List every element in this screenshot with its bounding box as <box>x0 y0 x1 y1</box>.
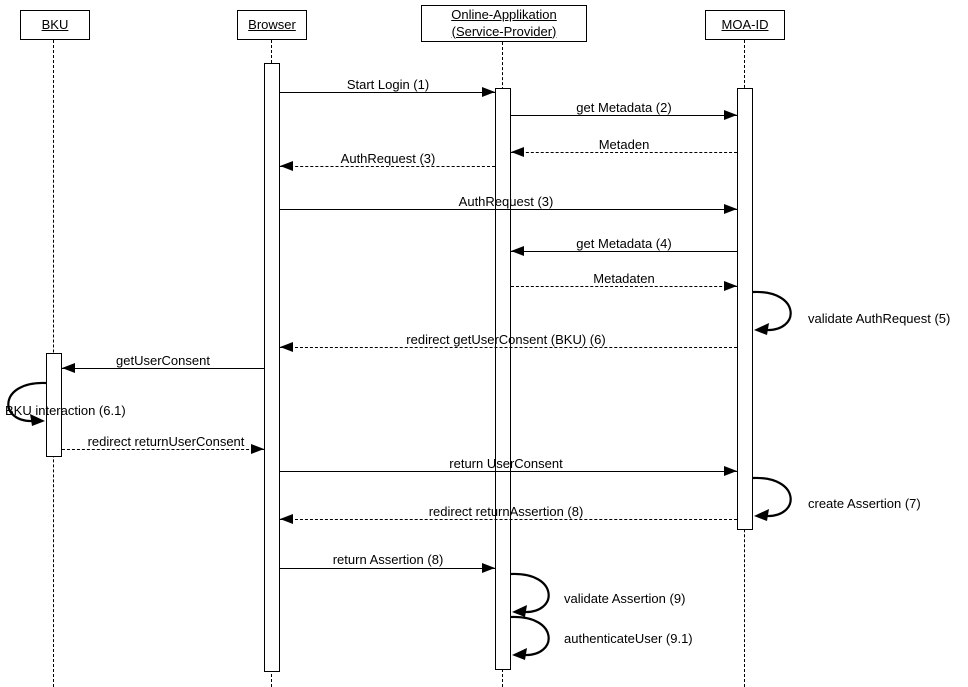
message-label-m5: AuthRequest (3) <box>458 194 554 209</box>
self-message-loop-s5 <box>510 615 550 660</box>
message-arrowhead-m7 <box>724 281 737 291</box>
message-arrowhead-m4 <box>280 161 293 171</box>
message-line-m8 <box>280 347 737 348</box>
activation-bar-browser-0[interactable] <box>264 63 280 672</box>
message-arrowhead-m5 <box>724 204 737 214</box>
message-label-m2: get Metadata (2) <box>576 100 672 115</box>
self-message-loop-s4 <box>510 572 550 617</box>
self-message-loop-s1 <box>752 290 792 335</box>
message-line-m7 <box>511 286 737 287</box>
lifeline-header-sp[interactable]: Online-Applikation (Service-Provider) <box>421 5 587 42</box>
message-arrowhead-m1 <box>482 87 495 97</box>
message-arrowhead-m8 <box>280 342 293 352</box>
lifeline-header-bku[interactable]: BKU <box>20 10 90 40</box>
message-label-m13: return Assertion (8) <box>332 552 444 567</box>
activation-bar-moaid-0[interactable] <box>737 88 753 530</box>
message-line-m12 <box>280 519 737 520</box>
lifeline-name-moaid: MOA-ID <box>721 16 769 32</box>
message-label-m9: getUserConsent <box>116 353 210 368</box>
activation-bar-bku-0[interactable] <box>46 353 62 457</box>
self-message-loop-s2 <box>7 381 47 426</box>
self-message-label-s3: create Assertion (7) <box>808 496 921 511</box>
lifeline-header-moaid[interactable]: MOA-ID <box>705 10 785 40</box>
message-arrowhead-m9 <box>62 363 75 373</box>
message-line-m1 <box>280 92 495 93</box>
message-arrowhead-m2 <box>724 110 737 120</box>
message-label-m11: return UserConsent <box>449 456 563 471</box>
self-message-label-s1: validate AuthRequest (5) <box>808 311 951 326</box>
message-label-m10: redirect returnUserConsent <box>87 434 245 449</box>
message-arrowhead-m13 <box>482 563 495 573</box>
self-message-loop-s3 <box>752 476 792 521</box>
message-arrowhead-m6 <box>511 246 524 256</box>
message-arrowhead-m11 <box>724 466 737 476</box>
self-message-label-s5: authenticateUser (9.1) <box>564 631 693 646</box>
message-line-m10 <box>62 449 264 450</box>
message-label-m12: redirect returnAssertion (8) <box>428 504 584 519</box>
message-label-m7: Metadaten <box>593 271 655 286</box>
message-arrowhead-m10 <box>251 444 264 454</box>
message-line-m6 <box>511 251 737 252</box>
message-label-m6: get Metadata (4) <box>576 236 672 251</box>
message-line-m3 <box>511 152 737 153</box>
message-line-m4 <box>280 166 495 167</box>
lifeline-name-sp: Online-Applikation (Service-Provider) <box>451 7 557 39</box>
self-message-label-s2: BKU interaction (6.1) <box>5 403 126 418</box>
message-label-m8: redirect getUserConsent (BKU) (6) <box>406 332 606 347</box>
message-line-m9 <box>62 368 264 369</box>
message-line-m2 <box>511 115 737 116</box>
lifeline-header-browser[interactable]: Browser <box>237 10 307 40</box>
message-line-m5 <box>280 209 737 210</box>
message-label-m1: Start Login (1) <box>346 77 430 92</box>
message-arrowhead-m3 <box>511 147 524 157</box>
message-line-m13 <box>280 568 495 569</box>
activation-bar-sp-0[interactable] <box>495 88 511 670</box>
message-label-m3: Metaden <box>598 137 650 152</box>
lifeline-name-bku: BKU <box>41 16 69 32</box>
message-line-m11 <box>280 471 737 472</box>
message-arrowhead-m12 <box>280 514 293 524</box>
self-message-label-s4: validate Assertion (9) <box>564 591 686 606</box>
lifeline-name-browser: Browser <box>248 16 296 32</box>
message-label-m4: AuthRequest (3) <box>340 151 436 166</box>
